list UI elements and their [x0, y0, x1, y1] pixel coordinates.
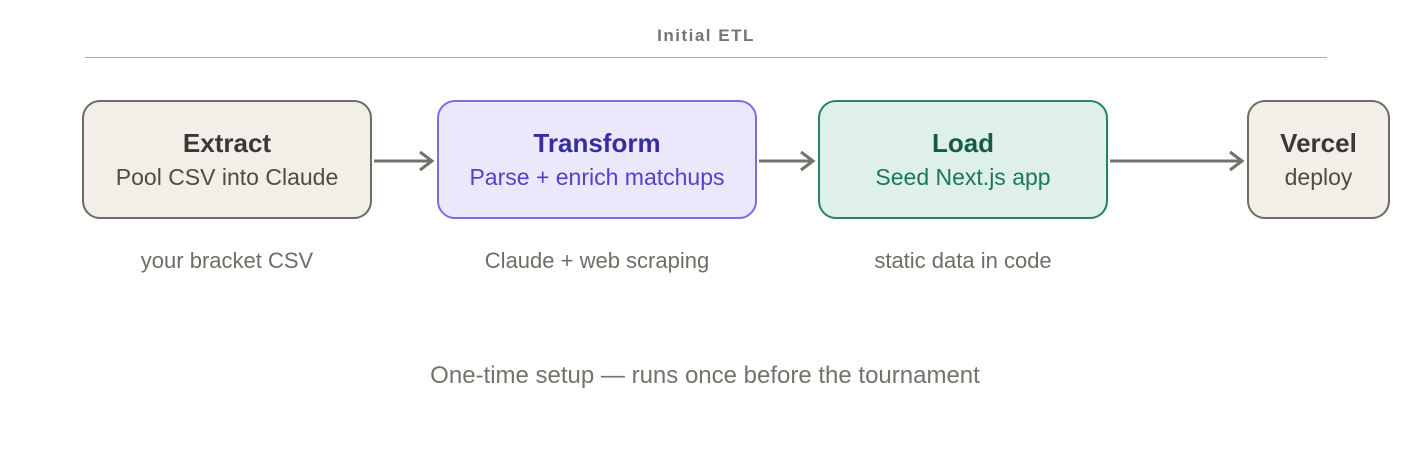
- stage-extract-title: Extract: [182, 128, 272, 159]
- stage-transform: Transform Parse + enrich matchups: [437, 100, 757, 219]
- stage-extract: Extract Pool CSV into Claude: [82, 100, 372, 219]
- stage-extract-note: your bracket CSV: [140, 248, 314, 273]
- stage-vercel: Vercel deploy: [1247, 100, 1390, 219]
- stage-load: Load Seed Next.js app: [818, 100, 1108, 219]
- stage-load-title: Load: [931, 128, 995, 159]
- stage-load-note: static data in code: [874, 248, 1052, 273]
- flow-arrow-icon: [1110, 147, 1246, 175]
- diagram-caption: One-time setup — runs once before the to…: [430, 362, 980, 389]
- stage-transform-note: Claude + web scraping: [484, 248, 710, 273]
- section-title: Initial ETL: [657, 26, 755, 45]
- stage-transform-subtitle: Parse + enrich matchups: [469, 163, 725, 190]
- stage-load-subtitle: Seed Next.js app: [875, 163, 1051, 190]
- stage-vercel-subtitle: deploy: [1284, 163, 1353, 190]
- stage-vercel-title: Vercel: [1280, 128, 1357, 159]
- flow-arrow-icon: [759, 147, 817, 175]
- header-divider: [85, 57, 1327, 58]
- stage-transform-title: Transform: [533, 128, 661, 159]
- section-header: Initial ETL: [85, 26, 1327, 46]
- stage-extract-subtitle: Pool CSV into Claude: [115, 163, 339, 190]
- flow-arrow-icon: [374, 147, 436, 175]
